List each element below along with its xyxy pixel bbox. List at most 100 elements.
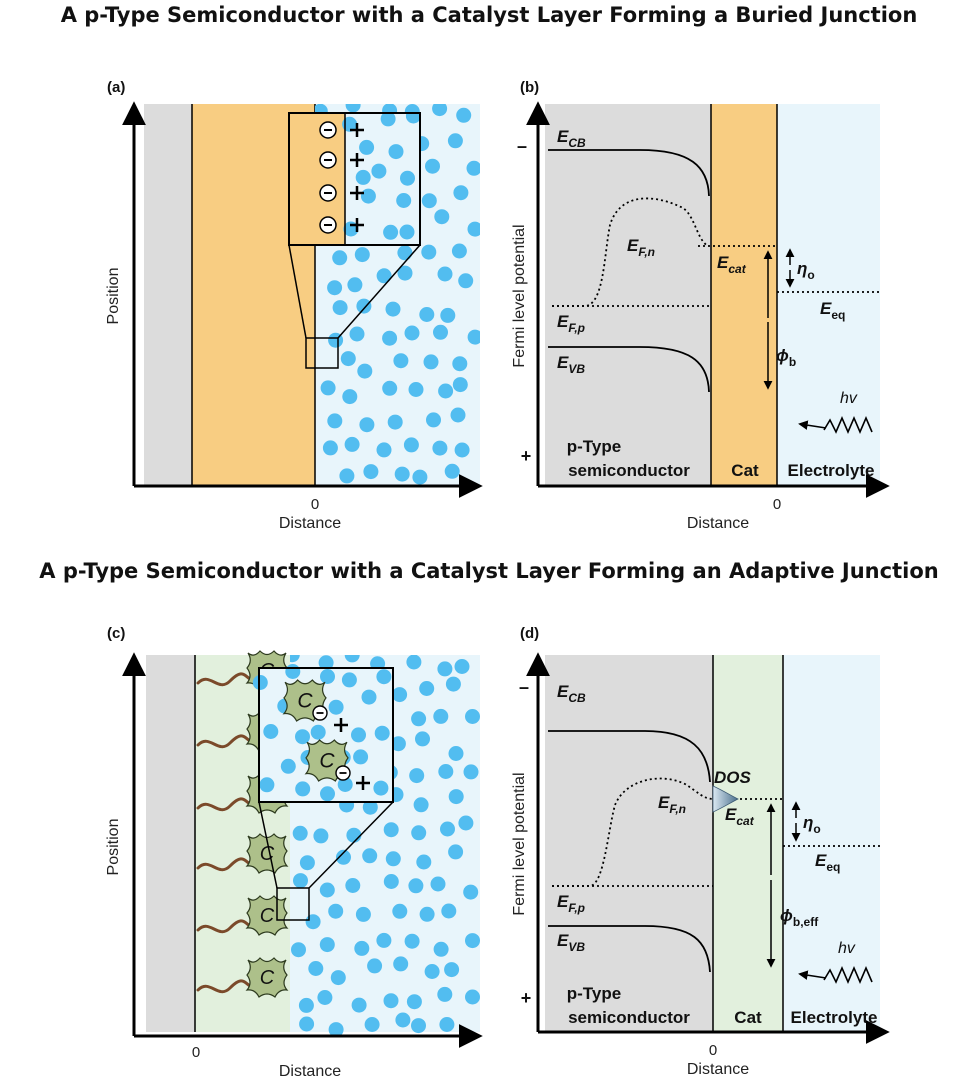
ion [376,442,392,458]
ion [259,777,275,793]
ion [347,277,363,293]
photon-arrow [798,420,827,430]
ion [392,903,408,919]
ion [351,727,366,743]
ion [439,1017,455,1032]
ion [393,956,409,972]
region-label-semiconductor-1: p-Type [567,984,621,1003]
catalyst-particle: C [305,739,349,782]
valence-band-edge [548,925,711,973]
ion [405,108,421,124]
ion [374,725,390,741]
zoom-region-box [276,887,310,921]
zoom-region-box [305,337,339,369]
ion [463,764,479,780]
semiconductor-region [545,104,711,486]
ion [337,777,353,792]
ion [330,970,346,986]
ion [380,111,396,127]
ion [426,412,441,428]
ion [421,244,437,260]
ion [411,711,427,727]
ion [327,280,343,296]
ion [465,933,480,949]
positive-charge [350,218,364,232]
ion [452,377,468,393]
x-axis-label: Distance [279,1063,341,1080]
ion [342,389,358,405]
ion [290,655,300,663]
ion [320,380,336,396]
ion [397,265,413,281]
y-axis-label: Fermi level potential [511,772,528,915]
panel-d-label: (d) [520,625,539,642]
ion [299,855,315,871]
ion [367,958,383,974]
ion [353,749,369,765]
ligand [196,979,252,994]
evb-label: EVB [557,353,585,376]
region-label-catalyst: Cat [734,1008,762,1027]
hv-label: hv [838,940,856,957]
ion [376,268,392,284]
ligand [196,672,252,687]
ion [467,329,480,345]
ion [454,442,470,458]
ion [313,828,329,844]
ion [445,676,461,692]
ion [363,464,379,480]
region-label-semiconductor-2: semiconductor [568,461,690,480]
ion [310,724,326,740]
catalyst-particle-label: C [319,749,335,772]
panel-a: (a) Position 0 Distance [105,79,483,532]
ion [411,825,427,841]
ion [434,209,450,225]
ion [390,736,406,752]
evb-label: EVB [557,931,585,954]
ion [387,414,403,430]
panel-a-label: (a) [107,79,125,96]
positive-charge [350,153,364,167]
ion [450,407,466,423]
ion [404,933,420,949]
ion [295,781,311,797]
ion [322,440,338,456]
ion [252,675,268,690]
ion [430,876,446,892]
panel-c: (c) CCCCCC CC Position 0 Distance [105,625,483,1080]
ion [451,243,467,259]
region-label-semiconductor-1: p-Type [567,437,621,456]
ion [327,413,343,429]
catalyst-particle: C [283,679,327,722]
ion [406,655,422,670]
efp-label: EF,p [557,312,585,335]
ion [359,139,375,155]
ion [438,383,454,399]
ion [293,873,308,889]
ion [432,104,448,117]
x-axis-label: Distance [687,1061,749,1078]
ion [419,906,435,922]
ecat-label: Ecat [717,253,747,276]
catalyst-particle-label: C [260,905,275,927]
ion [416,854,432,870]
ion [319,937,335,953]
y-axis-label: Position [105,268,122,325]
ion [425,158,440,174]
ion [355,906,371,922]
region-label-electrolyte: Electrolyte [791,1008,878,1027]
eta-label: ηo [803,813,821,836]
minus-sign: – [517,136,527,156]
region-label-semiconductor-2: semiconductor [568,1008,690,1027]
ion [359,417,375,433]
ion [280,758,296,774]
panel-c-label: (c) [107,625,125,642]
ion [364,1017,380,1032]
electrolyte-region [777,104,880,486]
ion [383,224,399,240]
ion [340,351,356,367]
phi-label: ϕb [776,346,796,369]
ion [376,669,392,685]
catalyst-particle-label: C [260,843,275,865]
ion [392,687,408,703]
